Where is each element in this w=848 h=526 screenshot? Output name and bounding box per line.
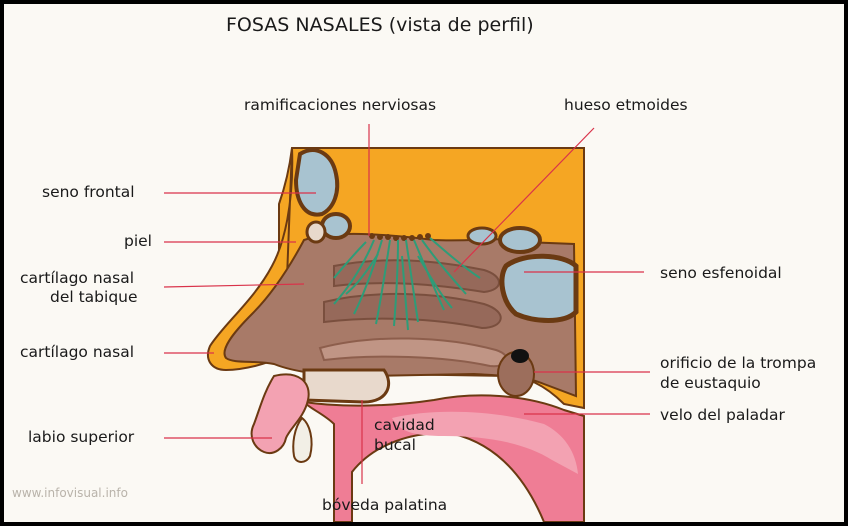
label-velo-del-paladar: velo del paladar <box>660 406 785 425</box>
label-cavidad-line1: cavidad <box>374 416 435 435</box>
ethmoid-cell-4 <box>500 228 540 252</box>
eustachian-orifice <box>511 349 529 363</box>
label-seno-frontal: seno frontal <box>42 183 135 202</box>
label-cartilago-tabique-line2: del tabique <box>50 288 138 307</box>
label-hueso-etmoides: hueso etmoides <box>564 96 688 115</box>
palate-bone <box>304 370 389 402</box>
label-cavidad-line2: bucal <box>374 436 416 455</box>
ethmoid-cell-3 <box>468 228 496 244</box>
label-ramificaciones-nerviosas: ramificaciones nerviosas <box>244 96 436 115</box>
ethmoid-cell-2 <box>307 222 325 242</box>
label-piel: piel <box>124 232 152 251</box>
label-orificio-line1: orificio de la trompa <box>660 354 816 373</box>
diagram-title: FOSAS NASALES (vista de perfil) <box>226 14 534 36</box>
watermark: www.infovisual.info <box>12 486 128 500</box>
label-cartilago-tabique-line1: cartílago nasal <box>20 269 134 288</box>
label-boveda-palatina: bóveda palatina <box>322 496 447 515</box>
label-seno-esfenoidal: seno esfenoidal <box>660 264 782 283</box>
label-orificio-line2: de eustaquio <box>660 374 761 393</box>
diagram-canvas: FOSAS NASALES (vista de perfil) ramifica… <box>4 4 844 522</box>
label-cartilago-nasal: cartílago nasal <box>20 343 134 362</box>
frontal-sinus <box>296 150 337 214</box>
label-labio-superior: labio superior <box>28 428 134 447</box>
sphenoid-sinus <box>502 256 576 320</box>
